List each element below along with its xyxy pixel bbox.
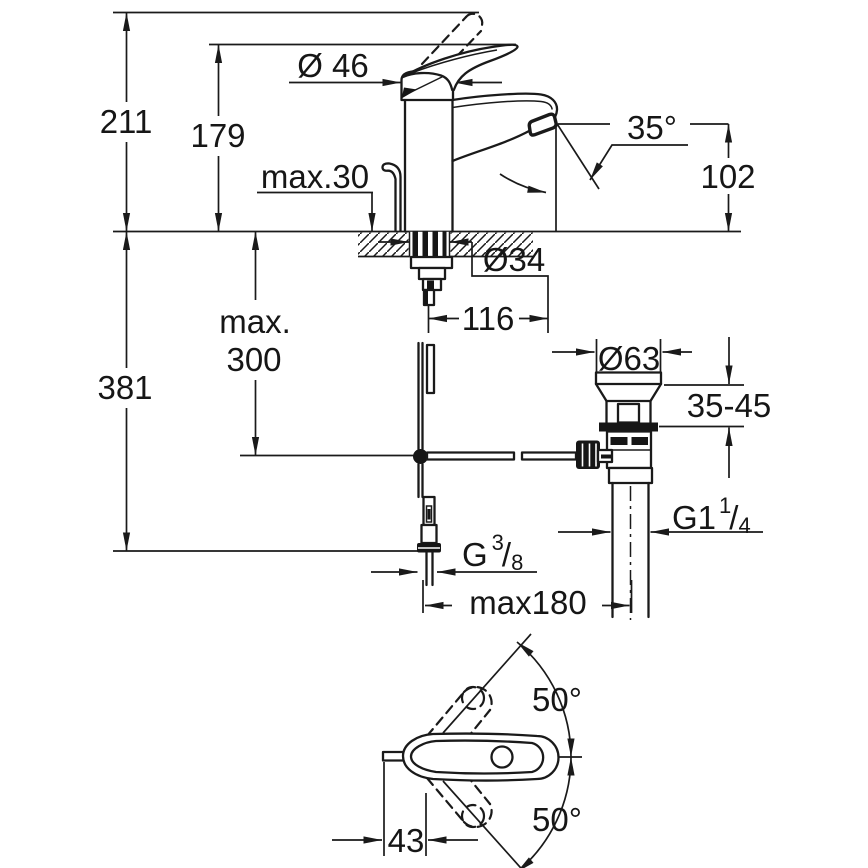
drain-slot-left [610,437,628,445]
drain-seal-flange [599,422,658,432]
supply-stub [422,288,436,307]
supply-stub-shade [424,290,428,305]
deck-hatch-left [358,232,409,256]
drain-neck [605,399,652,424]
pop-up-linkage [413,341,578,587]
spout-underside [451,129,532,163]
swivel-arc-down [517,756,575,868]
drain-slot-right [631,437,648,445]
deg35-leader [589,144,688,181]
mounting-deck [358,231,533,307]
deg50-down-label: 50° [532,801,582,838]
dim-102-label: 102 [700,158,755,195]
drain-assembly [371,337,763,620]
dimension-labels: 211 179 Ø 46 max.30 35° 102 Ø34 116 max.… [97,47,771,859]
handle-accent-line [412,49,498,74]
max300-label-1: max. [219,303,291,340]
shank-outline [408,231,451,257]
drain-taper [594,382,663,403]
swivel-axis-up [442,633,532,734]
max300-label-2: 300 [226,341,281,378]
max30-label: max.30 [261,158,369,195]
pop-up-rod-knob [381,162,402,233]
handle-lever [401,43,519,92]
dia-46-label: Ø 46 [297,47,369,84]
connector-body [420,523,438,545]
dim-381-label: 381 [97,369,152,406]
pop-up-rod [417,341,424,451]
drain-flange [594,371,663,386]
deg50-up-label: 50° [532,681,582,718]
handle-screw-hole [490,745,514,769]
max180-label: max180 [469,584,586,621]
horizontal-lever-1 [425,451,516,461]
side-view-dimension-lines [113,11,741,552]
drain-neck-detail [616,402,641,424]
spout-inner-line [452,100,553,110]
deg35-label: 35° [627,109,677,146]
dim-211-label: 211 [100,103,153,140]
rod-guide-strip [425,343,436,395]
threaded-shank [412,231,447,257]
dim-43-label: 43 [388,822,425,859]
dim-179-label: 179 [190,117,245,154]
dia63-ext-lines [595,339,662,372]
tailpipe [611,481,650,619]
dia-34-label: Ø34 [483,241,545,278]
bottom-view [332,633,582,868]
pop-up-rod-lower [417,462,424,499]
dim-3545-label: 35-45 [687,387,771,424]
horizontal-lever-2 [520,451,578,461]
cap-shadow [401,87,417,99]
dia34-leader [471,242,549,333]
knob-knurling [581,443,597,467]
supply-tail [425,551,434,587]
supply-stub-top-view [381,750,406,762]
connector-slot [427,509,431,520]
water-stream-line [551,115,600,190]
mounting-detail [427,280,434,289]
dim-116-label: 116 [462,300,515,337]
aerator [527,112,558,137]
mounting-step [417,266,447,281]
clamp-screw-slot [601,454,611,459]
mounting-collar [409,255,454,270]
dim-43-ext-lines [383,762,427,856]
connector-detail [425,505,433,523]
dia-63-label: Ø63 [598,340,660,377]
swivel-arc-up [516,641,575,758]
stream-swing-arc [499,173,547,194]
max180-ext-lines [422,580,633,613]
faucet-side-view [381,12,559,233]
drain-lower-body [607,466,654,485]
swivel-axis-down [442,780,522,868]
deck-hatch-right [450,232,533,256]
ball-joint [413,449,428,464]
